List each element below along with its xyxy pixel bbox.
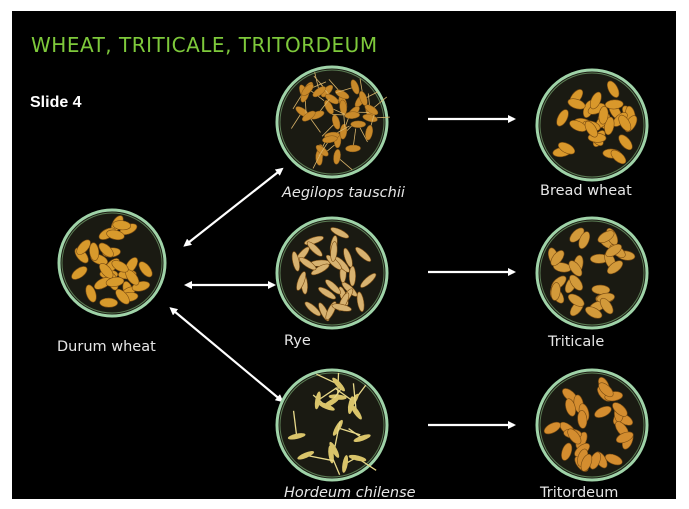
dish-hordeum-chilense <box>274 367 390 483</box>
label-bread-wheat: Bread wheat <box>540 183 632 199</box>
slide: WHEAT, TRITICALE, TRITORDEUM Slide 4 Dur… <box>12 11 676 499</box>
seed <box>100 298 118 308</box>
label-aegilops-tauschii: Aegilops tauschii <box>282 185 405 201</box>
label-rye: Rye <box>284 333 311 349</box>
dish-aegilops-tauschii <box>274 64 390 180</box>
arrow-durum-aegilops <box>188 169 282 243</box>
dish-tritordeum <box>534 367 650 483</box>
seed <box>351 121 366 128</box>
label-triticale: Triticale <box>548 334 604 350</box>
dish-triticale <box>534 215 650 331</box>
dish-durum-wheat <box>56 207 168 319</box>
dish-bread-wheat <box>534 67 650 183</box>
dish-rye <box>274 215 390 331</box>
label-durum-wheat: Durum wheat <box>57 339 156 355</box>
label-hordeum-chilense: Hordeum chilense <box>284 485 416 499</box>
seed <box>349 266 355 286</box>
label-tritordeum: Tritordeum <box>540 485 618 499</box>
arrow-durum-hordeum <box>174 311 282 401</box>
